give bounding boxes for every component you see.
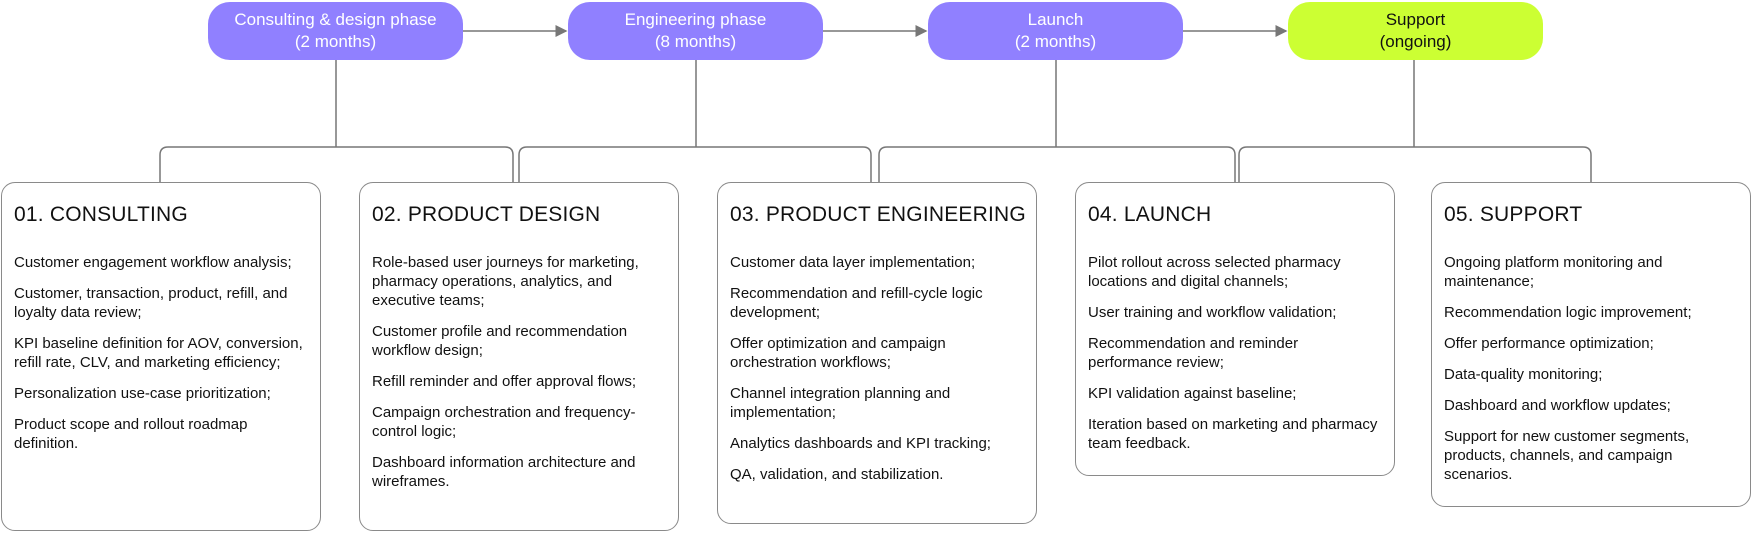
phase-consulting-design: Consulting & design phase (2 months) xyxy=(208,2,463,60)
list-item: Customer, transaction, product, refill, … xyxy=(14,285,288,321)
card-item-list: Ongoing platform monitoring and maintena… xyxy=(1444,253,1738,484)
card-item-list: Role-based user journeys for marketing, … xyxy=(372,253,666,491)
list-item: Personalization use-case prioritization; xyxy=(14,385,271,402)
list-item: Recommendation and reminder performance … xyxy=(1088,335,1299,371)
list-item: Ongoing platform monitoring and maintena… xyxy=(1444,254,1663,290)
list-item: Role-based user journeys for marketing, … xyxy=(372,254,639,309)
list-item: Support for new customer segments, produ… xyxy=(1444,428,1690,483)
phase-duration: (8 months) xyxy=(654,32,737,51)
phase-launch: Launch (2 months) xyxy=(928,2,1183,60)
card-launch: 04. LAUNCH Pilot rollout across selected… xyxy=(1075,182,1395,476)
list-item: Offer performance optimization; xyxy=(1444,335,1654,352)
connector-consulting-phase xyxy=(159,60,514,182)
list-item: Analytics dashboards and KPI tracking; xyxy=(730,435,991,452)
card-consulting: 01. CONSULTING Customer engagement workf… xyxy=(1,182,321,531)
card-product-engineering: 03. PRODUCT ENGINEERING Customer data la… xyxy=(717,182,1037,524)
list-item: KPI validation against baseline; xyxy=(1088,385,1297,402)
list-item: Channel integration planning and impleme… xyxy=(730,385,951,421)
list-item: QA, validation, and stabilization. xyxy=(730,466,944,483)
connector-launch-phase xyxy=(878,60,1236,182)
connector-support-phase xyxy=(1238,60,1592,182)
card-title: 02. PRODUCT DESIGN xyxy=(372,203,601,226)
list-item: Recommendation logic improvement; xyxy=(1444,304,1692,321)
list-item: Product scope and rollout roadmap defini… xyxy=(14,416,248,452)
phase-title: Support xyxy=(1385,10,1446,29)
phase-engineering: Engineering phase (8 months) xyxy=(568,2,823,60)
phase-title: Engineering phase xyxy=(624,10,767,29)
list-item: Customer data layer implementation; xyxy=(730,254,976,271)
card-title: 04. LAUNCH xyxy=(1088,203,1212,226)
card-title: 05. SUPPORT xyxy=(1444,203,1583,226)
list-item: Customer engagement workflow analysis; xyxy=(14,254,292,271)
list-item: Campaign orchestration and frequency-con… xyxy=(372,404,636,440)
list-item: User training and workflow validation; xyxy=(1088,304,1337,321)
card-support: 05. SUPPORT Ongoing platform monitoring … xyxy=(1431,182,1751,507)
list-item: Refill reminder and offer approval flows… xyxy=(372,373,637,390)
phase-support: Support (ongoing) xyxy=(1288,2,1543,60)
list-item: Pilot rollout across selected pharmacy l… xyxy=(1088,254,1341,290)
phase-duration: (2 months) xyxy=(1014,32,1097,51)
phase-duration: (2 months) xyxy=(294,32,377,51)
card-title: 03. PRODUCT ENGINEERING xyxy=(730,203,1026,226)
phase-title: Consulting & design phase xyxy=(234,10,437,29)
connector-engineering-phase xyxy=(518,60,872,182)
card-product-design: 02. PRODUCT DESIGN Role-based user journ… xyxy=(359,182,679,531)
card-title: 01. CONSULTING xyxy=(14,203,188,226)
card-item-list: Customer engagement workflow analysis; C… xyxy=(14,253,308,453)
card-item-list: Pilot rollout across selected pharmacy l… xyxy=(1088,253,1382,453)
list-item: Offer optimization and campaign orchestr… xyxy=(730,335,946,371)
phase-title: Launch xyxy=(1027,10,1084,29)
list-item: Customer profile and recommendation work… xyxy=(372,323,628,359)
list-item: Data-quality monitoring; xyxy=(1444,366,1603,383)
card-item-list: Customer data layer implementation; Reco… xyxy=(730,253,1024,484)
list-item: Iteration based on marketing and pharmac… xyxy=(1088,416,1378,452)
phase-duration: (ongoing) xyxy=(1379,32,1452,51)
list-item: Dashboard information architecture and w… xyxy=(372,454,636,490)
list-item: Recommendation and refill-cycle logic de… xyxy=(730,285,983,321)
list-item: KPI baseline definition for AOV, convers… xyxy=(14,335,303,371)
list-item: Dashboard and workflow updates; xyxy=(1444,397,1671,414)
